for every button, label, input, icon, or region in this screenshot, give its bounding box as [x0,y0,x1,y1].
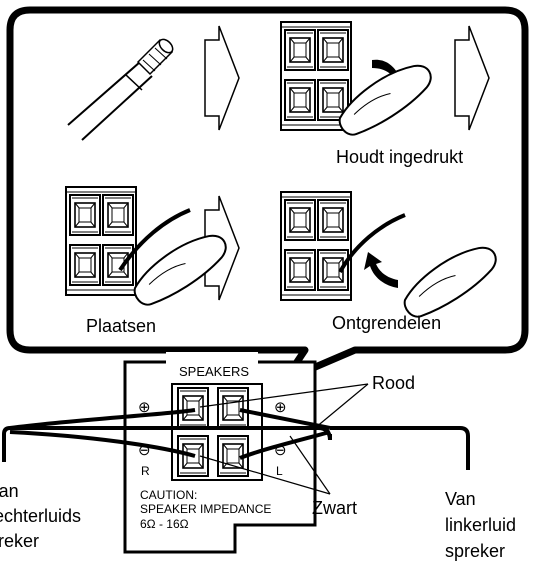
label-right-speaker-2: rechterluids [0,506,82,526]
inserted-wire-release [338,213,406,273]
label-hold: Houdt ingedrukt [336,147,464,167]
caution-line-2: SPEAKER IMPEDANCE [140,502,272,516]
terminal-block-release [281,192,351,300]
leader-zwart-2 [289,435,331,495]
plus-left: ⊕ [138,399,151,416]
stripped-wire [67,38,174,141]
terminal-block-press [281,22,351,130]
leader-rood-2 [314,383,369,429]
label-release: Ontgrendelen [332,313,442,333]
label-red: Rood [372,373,416,393]
label-black: Zwart [312,498,357,518]
l-mark: L [276,464,283,478]
leader-rood-1 [199,383,369,408]
minus-left: ⊖ [138,442,151,459]
terminal-block-insert [66,187,136,295]
plus-right: ⊕ [274,399,287,416]
inserted-wire-insert [118,208,191,272]
label-left-speaker-1: Van [445,489,476,509]
label-insert: Plaatsen [86,316,157,336]
speaker-cables [2,408,470,470]
minus-right: ⊖ [274,442,287,459]
leader-zwart-1 [199,455,331,495]
caution-line-3: 6Ω - 16Ω [140,517,189,531]
panel-title: SPEAKERS [177,361,252,383]
label-left-speaker-2: linkerluid [445,515,517,535]
r-mark: R [141,464,150,478]
caution-line-1: CAUTION: [140,488,198,502]
label-right-speaker-3: preker [0,531,40,551]
label-left-speaker-3: spreker [445,541,506,561]
panel-terminals [171,383,263,481]
label-right-speaker-1: Van [0,481,19,501]
release-arrow [364,252,398,288]
